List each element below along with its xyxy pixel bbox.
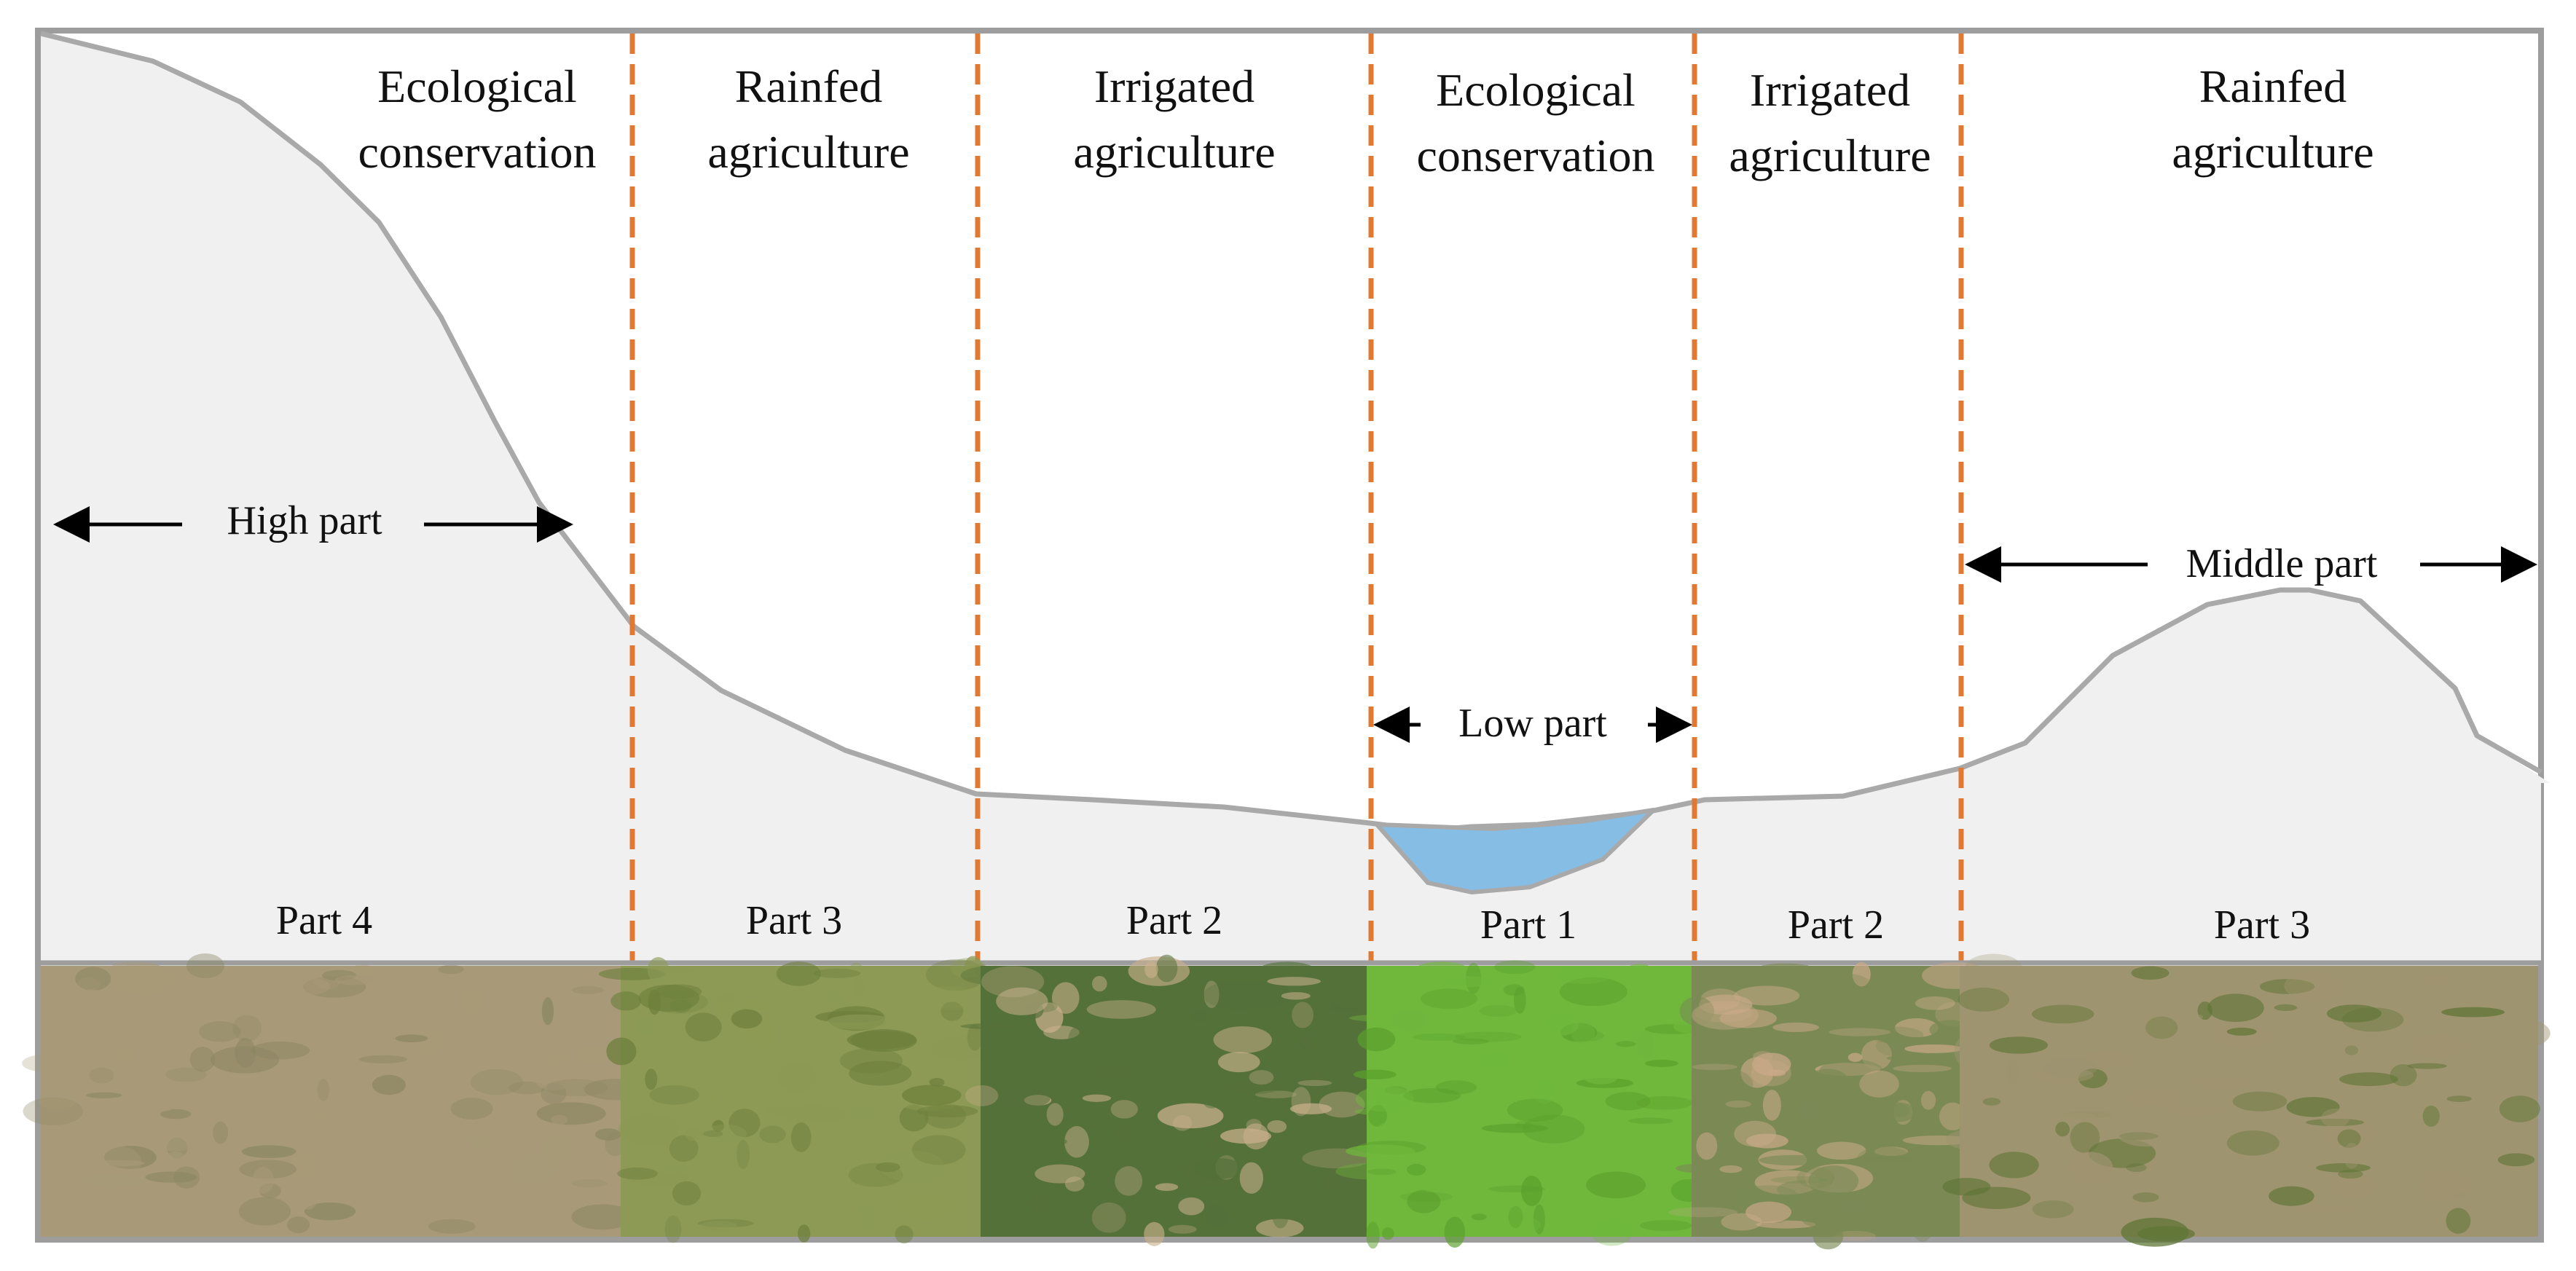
field-photo	[1942, 953, 2551, 1247]
part-label-2: Part 3	[746, 898, 842, 943]
zone-label-3: Irrigated	[1094, 60, 1254, 112]
extent-indicators	[53, 506, 2537, 743]
zone-label-5: Irrigated	[1750, 64, 1910, 116]
zone-label-1-line2: conservation	[358, 126, 597, 178]
part-label-5: Part 2	[1788, 902, 1884, 948]
zone-label-6: Rainfed	[2199, 60, 2347, 112]
field-photo	[1668, 961, 1990, 1250]
middle-part-label: Middle part	[2186, 541, 2378, 586]
zone-label-6-line2: agriculture	[2172, 126, 2373, 178]
field-photo	[1335, 960, 1709, 1249]
zone-label-5-line2: agriculture	[1729, 130, 1931, 181]
field-photo	[598, 956, 1011, 1244]
zone-label-2: Rainfed	[735, 60, 883, 112]
zone-label-2-line2: agriculture	[707, 126, 909, 178]
part-labels: Part 4 Part 3 Part 2 Part 1 Part 2 Part …	[276, 898, 2310, 948]
low-part-label: Low part	[1458, 701, 1607, 746]
zone-dividers	[629, 34, 1964, 961]
field-photo	[960, 954, 1395, 1246]
zone-label-1: Ecological	[377, 60, 577, 112]
part-label-3: Part 2	[1126, 898, 1222, 943]
part-label-1: Part 4	[276, 898, 372, 943]
zone-label-4: Ecological	[1436, 64, 1635, 116]
water-body	[1375, 808, 1656, 894]
field-photo	[22, 953, 647, 1237]
photo-strip	[22, 953, 2551, 1250]
high-part-label: High part	[227, 498, 382, 543]
part-label-4: Part 1	[1480, 902, 1576, 948]
zone-label-4-line2: conservation	[1417, 130, 1655, 181]
terrain-profile	[41, 34, 2550, 961]
zone-label-3-line2: agriculture	[1073, 126, 1275, 178]
part-label-6: Part 3	[2214, 902, 2310, 948]
zone-labels: Ecological conservation Rainfed agricult…	[358, 60, 2374, 181]
